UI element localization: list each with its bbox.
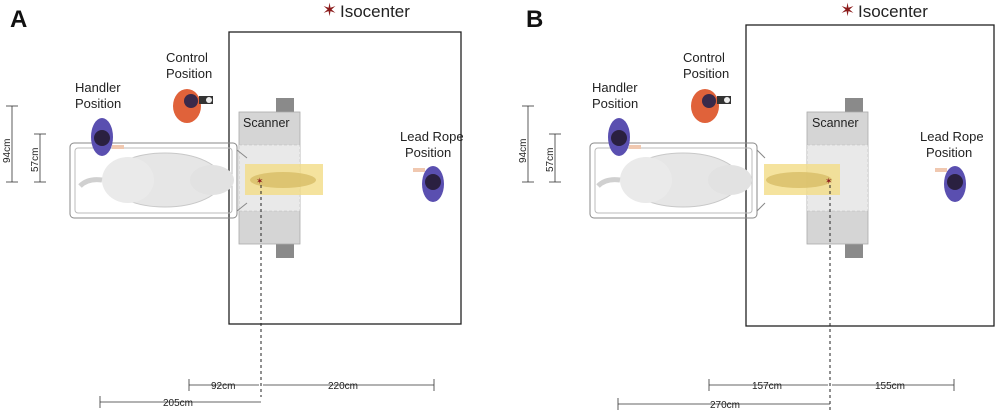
control-label-1: Control (166, 50, 208, 65)
lead-label-1: Lead Rope (400, 129, 464, 144)
panel-letter: A (10, 6, 27, 33)
horse-body (78, 152, 234, 208)
isocenter-marker: ✶ (825, 176, 833, 186)
isocenter-legend-icon: ✶ (840, 0, 855, 20)
control-label-2: Position (166, 66, 212, 81)
panel-b: B ✶ Isocenter Scanner ✶ (500, 0, 1000, 416)
dim-155cm: 155cm (875, 381, 905, 392)
control-person-icon (691, 89, 731, 123)
horizontal-dims (99, 379, 435, 408)
handler-label-2: Position (592, 96, 638, 111)
control-label-2: Position (683, 66, 729, 81)
dim-94cm: 94cm (518, 139, 529, 163)
dim-57cm: 57cm (30, 148, 41, 172)
scanner-label: Scanner (243, 116, 290, 130)
isocenter-marker: ✶ (256, 176, 264, 186)
layout-diagram-b: B ✶ Isocenter Scanner ✶ (518, 0, 995, 411)
horse-head (766, 172, 832, 188)
scanner-label: Scanner (812, 116, 859, 130)
handler-person-icon (608, 118, 641, 156)
horse-head (250, 172, 316, 188)
vertical-dim-57 (34, 133, 46, 183)
vertical-dim-94 (6, 105, 18, 183)
control-label-1: Control (683, 50, 725, 65)
isocenter-legend-icon: ✶ (322, 0, 337, 20)
scanner: Scanner (806, 98, 869, 258)
lead-rope-person-icon (413, 166, 444, 202)
isocenter-legend-label: Isocenter (340, 2, 410, 21)
layout-diagram-a: A ✶ Isocenter Scanner (2, 0, 464, 409)
isocenter-legend-label: Isocenter (858, 2, 928, 21)
lead-label-2: Position (405, 145, 451, 160)
dim-57cm: 57cm (545, 148, 556, 172)
lead-rope-person-icon (935, 166, 966, 202)
vertical-dim-94 (522, 105, 534, 183)
vertical-dim-57 (549, 133, 561, 183)
lead-label-1: Lead Rope (920, 129, 984, 144)
horse-body (596, 152, 752, 208)
dim-94cm: 94cm (2, 139, 13, 163)
handler-label-1: Handler (75, 80, 121, 95)
dim-92cm: 92cm (211, 381, 235, 392)
control-person-icon (173, 89, 213, 123)
dim-220cm: 220cm (328, 381, 358, 392)
stocks-frame (589, 142, 766, 219)
lead-label-2: Position (926, 145, 972, 160)
handler-person-icon (91, 118, 124, 156)
dim-270cm: 270cm (710, 400, 740, 411)
dim-157cm: 157cm (752, 381, 782, 392)
horizontal-dims (617, 379, 955, 410)
handler-label-1: Handler (592, 80, 638, 95)
panel-a: A ✶ Isocenter Scanner (2, 0, 464, 409)
handler-label-2: Position (75, 96, 121, 111)
dim-205cm: 205cm (163, 398, 193, 409)
panel-letter: B (526, 6, 543, 33)
